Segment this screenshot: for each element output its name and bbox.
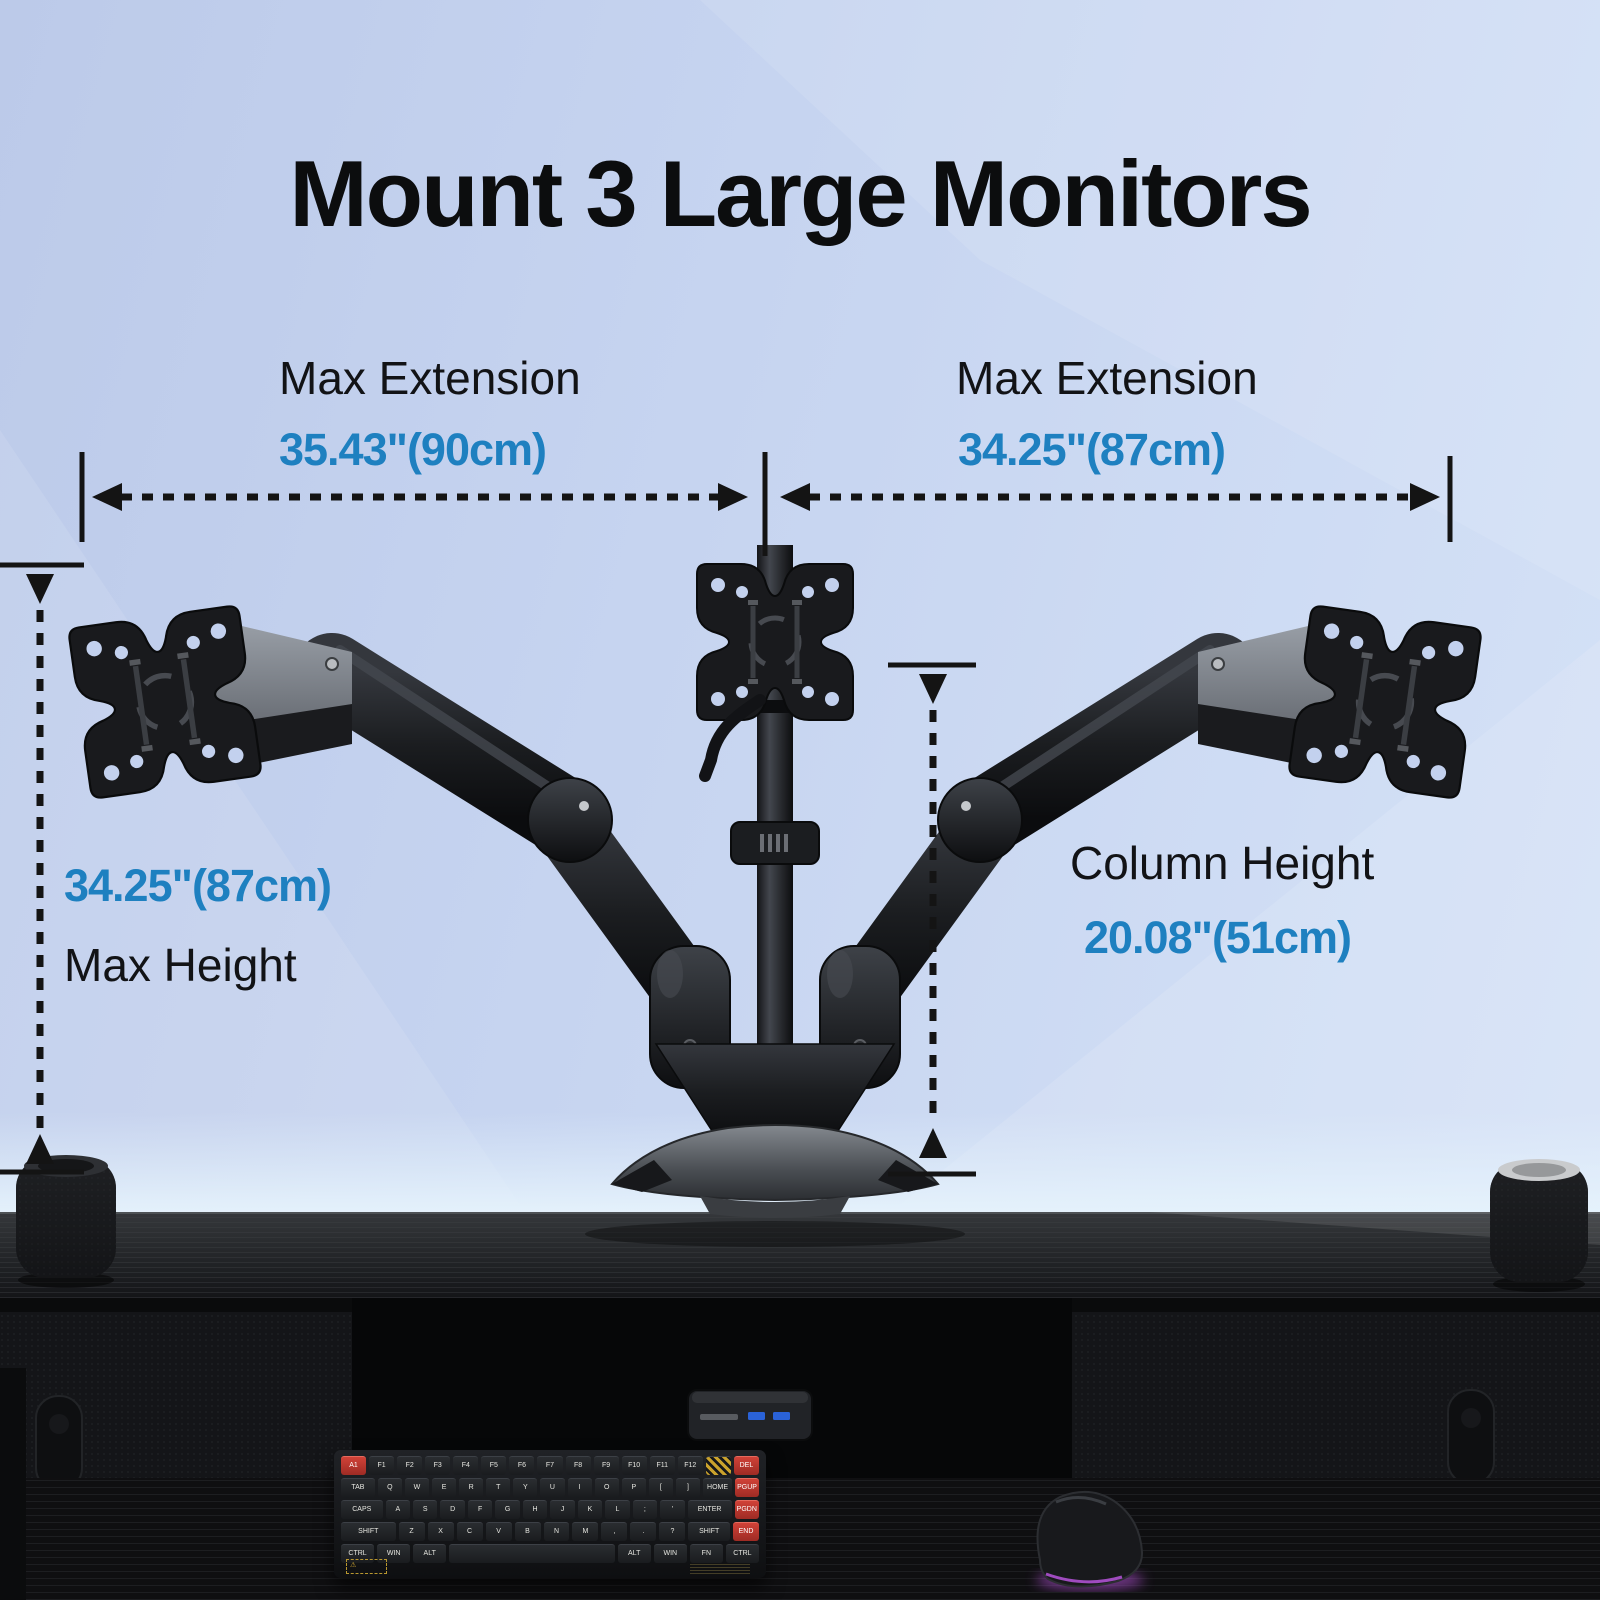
keyboard-key: ENTER — [687, 1500, 732, 1519]
keyboard-key: A — [385, 1500, 411, 1519]
value-max-height: 34.25"(87cm) — [64, 860, 332, 911]
keyboard-key: PGDN — [734, 1500, 760, 1519]
keyboard-key: P — [621, 1478, 646, 1497]
keyboard-key: O — [594, 1478, 619, 1497]
value-column-height: 20.08"(51cm) — [1084, 912, 1352, 963]
gaming-mouse — [1036, 1490, 1144, 1590]
keyboard-key: X — [427, 1522, 454, 1541]
keyboard-key: F5 — [481, 1456, 507, 1475]
usb-hub — [687, 1389, 813, 1441]
keyboard-key: SHIFT — [341, 1522, 396, 1541]
keyboard-key: CAPS — [341, 1500, 383, 1519]
keyboard-key: N — [543, 1522, 570, 1541]
keyboard-key: F12 — [677, 1456, 703, 1475]
keyboard-key: ] — [675, 1478, 701, 1497]
speaker-left — [16, 1155, 116, 1288]
keyboard-key: F2 — [397, 1456, 423, 1475]
shelf-handle-left — [35, 1395, 83, 1491]
keyboard-key: ' — [660, 1500, 685, 1519]
label-max-height: Max Height — [64, 939, 297, 991]
keyboard-key: F10 — [621, 1456, 647, 1475]
keyboard-key: WIN — [653, 1544, 687, 1563]
keyboard-key: U — [540, 1478, 565, 1497]
keyboard-key: Z — [398, 1522, 425, 1541]
keyboard-key: D — [440, 1500, 465, 1519]
keyboard-key: G — [495, 1500, 520, 1519]
keyboard-key: F6 — [509, 1456, 535, 1475]
desk — [0, 1212, 1600, 1600]
page-title: Mount 3 Large Monitors — [289, 141, 1312, 246]
dimension-graphics — [0, 452, 1453, 1177]
keyboard-key: S — [413, 1500, 438, 1519]
keyboard-key: F8 — [565, 1456, 591, 1475]
keyboard-key: F1 — [369, 1456, 395, 1475]
keyboard-key: W — [404, 1478, 429, 1497]
keyboard-key: Q — [377, 1478, 402, 1497]
keyboard-key: CTRL — [725, 1544, 759, 1563]
dimension-line-right-extension — [780, 456, 1453, 542]
keyboard-key: CTRL — [341, 1544, 375, 1563]
keyboard-key: HOME — [703, 1478, 732, 1497]
keyboard-key: E — [431, 1478, 457, 1497]
keyboard-key: B — [514, 1522, 541, 1541]
keyboard-key: J — [550, 1500, 575, 1519]
keyboard-label — [690, 1564, 750, 1574]
keyboard-key: SHIFT — [688, 1522, 730, 1541]
keyboard-key: , — [601, 1522, 628, 1541]
dimension-line-column-height — [888, 662, 976, 1177]
keyboard-key: END — [733, 1522, 759, 1541]
speaker-right — [1490, 1159, 1588, 1292]
usb-port — [773, 1412, 790, 1420]
keyboard-key: T — [486, 1478, 511, 1497]
dimension-line-max-height — [0, 562, 84, 1175]
usb-port — [748, 1412, 765, 1420]
keyboard-key: F9 — [593, 1456, 619, 1475]
keyboard-key: A1 — [341, 1456, 367, 1475]
keyboard-key: ? — [659, 1522, 686, 1541]
keyboard-key: F — [467, 1500, 493, 1519]
keyboard-key: I — [567, 1478, 592, 1497]
keyboard-key: M — [572, 1522, 599, 1541]
keyboard-key: H — [522, 1500, 548, 1519]
keyboard-key: PGUP — [734, 1478, 760, 1497]
keyboard-key: F3 — [425, 1456, 451, 1475]
keyboard-key: Y — [513, 1478, 538, 1497]
keyboard-key: [ — [648, 1478, 673, 1497]
monitor-mount — [68, 545, 1482, 1247]
keyboard-key: ; — [632, 1500, 658, 1519]
keyboard-key: ALT — [413, 1544, 447, 1563]
keyboard-key: FN — [689, 1544, 723, 1563]
label-left-max-extension: Max Extension — [279, 352, 581, 404]
label-column-height: Column Height — [1070, 837, 1375, 889]
keyboard-key: . — [630, 1522, 657, 1541]
cable-clip-upper — [730, 821, 820, 865]
value-right-max-extension: 34.25"(87cm) — [958, 424, 1226, 475]
keyboard-key: V — [485, 1522, 512, 1541]
keyboard-key: ALT — [617, 1544, 651, 1563]
desk-front-surface — [0, 1478, 1600, 1600]
keyboard-key: F11 — [649, 1456, 675, 1475]
value-left-max-extension: 35.43"(90cm) — [279, 424, 547, 475]
keyboard-key: F4 — [453, 1456, 479, 1475]
desk-edge-object — [0, 1368, 26, 1600]
adjustment-lever — [699, 694, 766, 782]
keyboard-key: R — [459, 1478, 484, 1497]
keyboard-key: WIN — [377, 1544, 411, 1563]
keyboard-key — [449, 1544, 615, 1563]
keyboard-key: DEL — [733, 1456, 759, 1475]
keyboard-key: L — [605, 1500, 630, 1519]
keyboard-key: K — [577, 1500, 603, 1519]
keyboard-key — [705, 1456, 731, 1475]
mount-base — [610, 1124, 940, 1218]
label-right-max-extension: Max Extension — [956, 352, 1258, 404]
keyboard-key: C — [456, 1522, 483, 1541]
keyboard-key: F7 — [537, 1456, 563, 1475]
dimension-line-left-extension — [79, 452, 748, 542]
keyboard-warning-sticker: ⚠ — [346, 1559, 387, 1574]
keyboard-key: TAB — [341, 1478, 375, 1497]
shelf-handle-right — [1447, 1389, 1495, 1485]
